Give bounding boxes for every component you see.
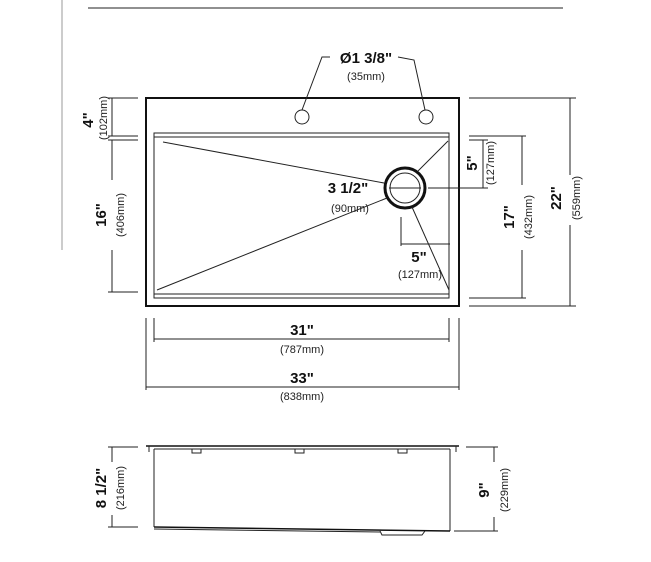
drain-from-back-mm: (127mm) (485, 141, 497, 185)
bowl-front-back-inch: 17" (501, 205, 518, 229)
side-depth-right-mm: (229mm) (499, 468, 511, 512)
drain-from-back-inch: 5" (464, 155, 481, 170)
bowl-width-inch: 31" (290, 322, 314, 339)
faucet-hole-mm: (35mm) (347, 71, 385, 83)
side-depth-left-mm: (216mm) (115, 466, 127, 510)
faucet-hole-right (418, 109, 434, 125)
drain-inch: 3 1/2" (328, 180, 368, 197)
overall-width-inch: 33" (290, 370, 314, 387)
overall-width-mm: (838mm) (280, 391, 324, 403)
overall-front-back-mm: (559mm) (571, 176, 583, 220)
drain-mm: (90mm) (331, 203, 369, 215)
deck-depth-inch: 4" (80, 112, 97, 127)
bowl-width-mm: (787mm) (280, 344, 324, 356)
drain-from-side-inch: 5" (411, 249, 426, 266)
overall-front-back-inch: 22" (548, 186, 565, 210)
side-depth-right-inch: 9" (476, 482, 493, 497)
sink-side-view (146, 445, 459, 536)
faucet-hole-inch: Ø1 3/8" (340, 50, 392, 67)
bowl-front-back-mm: (432mm) (523, 195, 535, 239)
deck-depth-mm: (102mm) (98, 96, 110, 140)
sink-outer-rim (145, 97, 460, 307)
drain-from-side-mm: (127mm) (398, 269, 442, 281)
sink-top-view (145, 97, 460, 307)
sink-bowl (153, 132, 450, 299)
drain-outer (383, 166, 427, 210)
bowl-depth-mm: (406mm) (115, 193, 127, 237)
bowl-depth-inch: 16" (93, 203, 110, 227)
faucet-hole-left (294, 109, 310, 125)
side-depth-left-inch: 8 1/2" (93, 468, 110, 508)
